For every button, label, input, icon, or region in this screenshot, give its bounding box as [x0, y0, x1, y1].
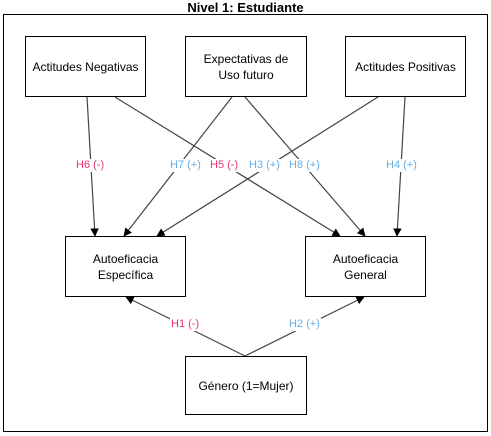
label-h4: H4 (+) — [385, 159, 418, 172]
node-label: Autoeficacia Específica — [92, 251, 159, 282]
node-genero: Género (1=Mujer) — [185, 356, 307, 415]
label-h7: H7 (+) — [169, 159, 202, 172]
node-actitudes-negativas: Actitudes Negativas — [25, 36, 146, 97]
label-h6: H6 (-) — [75, 159, 106, 172]
node-label: Actitudes Negativas — [32, 59, 139, 74]
node-actitudes-positivas: Actitudes Positivas — [345, 36, 466, 97]
node-label: Expectativas de Uso futuro — [203, 51, 289, 82]
label-h8: H8 (+) — [288, 159, 321, 172]
level-frame — [3, 14, 488, 432]
node-label: Autoeficacia General — [332, 251, 399, 282]
node-label: Actitudes Positivas — [355, 59, 456, 74]
node-autoeficacia-general: Autoeficacia General — [305, 236, 426, 297]
diagram-title: Nivel 1: Estudiante — [187, 0, 304, 15]
node-expectativas: Expectativas de Uso futuro — [185, 36, 307, 97]
node-autoeficacia-especifica: Autoeficacia Específica — [65, 236, 186, 297]
label-h3: H3 (+) — [248, 159, 281, 172]
node-label: Género (1=Mujer) — [198, 378, 294, 393]
label-h5: H5 (-) — [209, 159, 240, 172]
label-h2: H2 (+) — [288, 318, 321, 331]
label-h1: H1 (-) — [170, 318, 201, 331]
